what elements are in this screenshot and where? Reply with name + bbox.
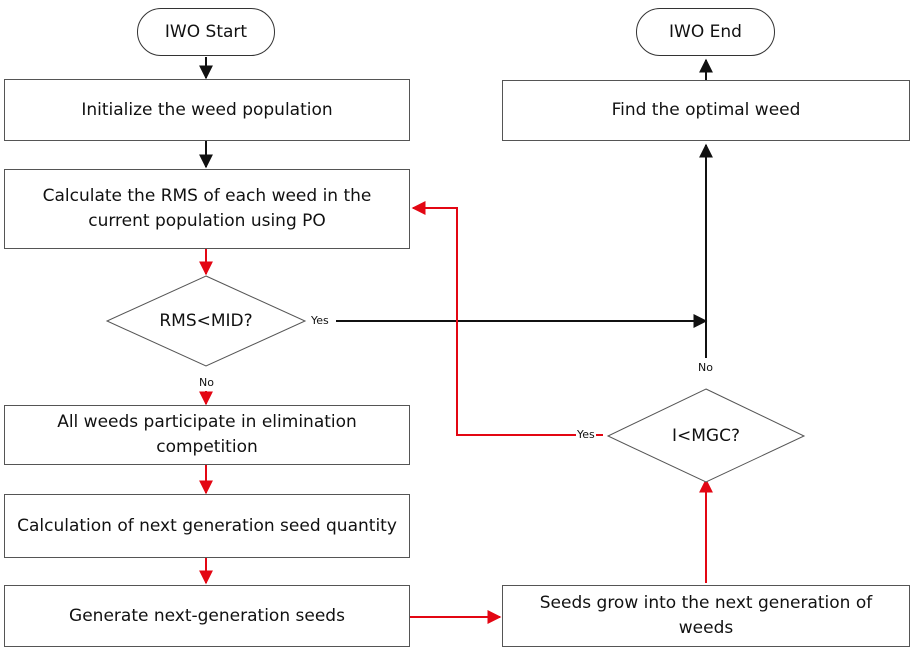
optimal-weed-box: Find the optimal weed — [502, 80, 910, 141]
rms-yes-edge-label: Yes — [310, 314, 330, 327]
start-terminal: IWO Start — [137, 8, 275, 56]
init-population-box: Initialize the weed population — [4, 79, 410, 141]
elimination-box: All weeds participate in elimination com… — [4, 405, 410, 465]
init-population-label: Initialize the weed population — [81, 99, 333, 120]
rms-decision-text: RMS<MID? — [127, 306, 285, 336]
rms-decision-diamond — [105, 275, 307, 367]
mgc-yes-edge-label: Yes — [576, 428, 596, 441]
mgc-decision-label: I<MGC? — [672, 426, 740, 446]
rms-no-edge-label: No — [198, 376, 215, 389]
seed-quantity-label: Calculation of next generation seed quan… — [17, 515, 397, 536]
mgc-no-edge-label: No — [697, 361, 714, 374]
seeds-grow-box: Seeds grow into the next generation of w… — [502, 585, 910, 647]
calc-rms-box: Calculate the RMS of each weed in the cu… — [4, 169, 410, 249]
calc-rms-label: Calculate the RMS of each weed in the cu… — [42, 186, 372, 231]
seeds-grow-label: Seeds grow into the next generation of w… — [539, 593, 873, 638]
seed-quantity-box: Calculation of next generation seed quan… — [4, 494, 410, 558]
rms-decision-label: RMS<MID? — [159, 311, 253, 331]
generate-seeds-box: Generate next-generation seeds — [4, 585, 410, 647]
optimal-weed-label: Find the optimal weed — [611, 100, 801, 120]
generate-seeds-label: Generate next-generation seeds — [69, 605, 345, 626]
edge-mgc-yes-to-calc — [411, 201, 603, 436]
mgc-decision-diamond — [606, 388, 806, 483]
mgc-decision-text: I<MGC? — [628, 421, 784, 451]
end-terminal: IWO End — [636, 8, 775, 56]
start-label: IWO Start — [164, 22, 248, 42]
end-label: IWO End — [669, 22, 742, 42]
elimination-label: All weeds participate in elimination com… — [57, 412, 357, 457]
